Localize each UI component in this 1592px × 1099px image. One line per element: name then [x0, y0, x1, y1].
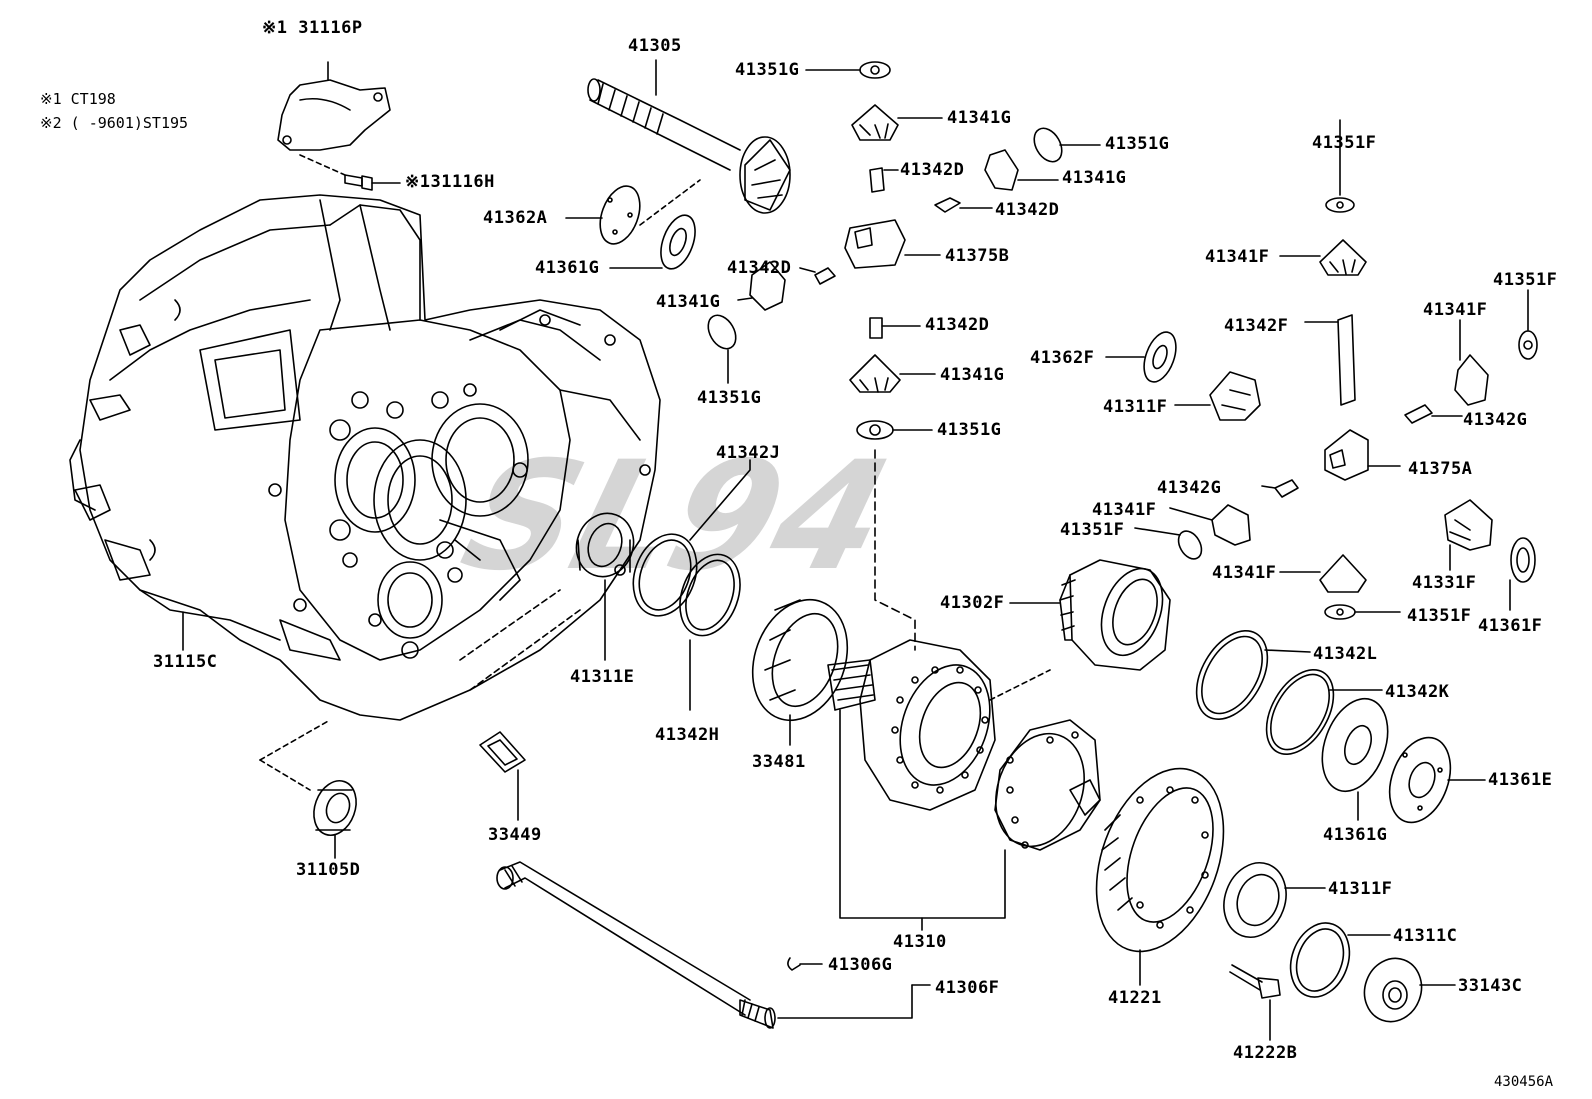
snapring-41342H [679, 553, 741, 711]
label-31115C[interactable]: 31115C [153, 652, 218, 672]
final-gear-41221 [1095, 767, 1225, 986]
seal-33143C [1363, 957, 1456, 1023]
washer-41361G-a [609, 214, 696, 270]
label-41351G-c[interactable]: 41351G [697, 388, 762, 408]
label-31116H[interactable]: ※131116H [405, 172, 495, 192]
label-41351F-a[interactable]: 41351F [1312, 133, 1377, 153]
label-41362F[interactable]: 41362F [1030, 348, 1095, 368]
washer-41362A [565, 185, 641, 245]
label-41375B[interactable]: 41375B [945, 246, 1010, 266]
label-31105D[interactable]: 31105D [296, 860, 361, 880]
label-33481[interactable]: 33481 [752, 752, 806, 772]
label-41362A[interactable]: 41362A [483, 208, 548, 228]
dashed-axis-2 [469, 609, 581, 691]
label-41342G-b[interactable]: 41342G [1157, 478, 1222, 498]
bearing-31105D [259, 719, 357, 859]
label-41221[interactable]: 41221 [1108, 988, 1162, 1008]
driveshaft-41306F [496, 861, 931, 1029]
label-41342D-c[interactable]: 41342D [727, 258, 792, 278]
label-41341G-c[interactable]: 41341G [656, 292, 721, 312]
label-31116P[interactable]: ※1 31116P [262, 18, 363, 38]
dashed-axis-1 [459, 589, 561, 661]
bolt-31116H [299, 154, 401, 191]
shim-41311C [1289, 922, 1391, 998]
label-41341F-a[interactable]: 41341F [1205, 247, 1270, 267]
label-41351F-b[interactable]: 41351F [1493, 270, 1558, 290]
label-41361G-a[interactable]: 41361G [535, 258, 600, 278]
label-41305[interactable]: 41305 [628, 36, 682, 56]
label-41351F-c[interactable]: 41351F [1060, 520, 1125, 540]
label-41306G[interactable]: 41306G [828, 955, 893, 975]
bearing-41311E [575, 512, 635, 661]
transaxle-housing [69, 194, 661, 721]
label-41342G-a[interactable]: 41342G [1463, 410, 1528, 430]
note-st195: ※2 ( -9601)ST195 [40, 114, 189, 132]
label-41351G-d[interactable]: 41351G [937, 420, 1002, 440]
label-41306F[interactable]: 41306F [935, 978, 1000, 998]
label-41302F[interactable]: 41302F [940, 593, 1005, 613]
rings-right [1195, 630, 1486, 824]
label-41331F[interactable]: 41331F [1412, 573, 1477, 593]
label-41342D-a[interactable]: 41342D [900, 160, 965, 180]
label-41351G-a[interactable]: 41351G [735, 60, 800, 80]
label-41341G-d[interactable]: 41341G [940, 365, 1005, 385]
bolt-41222B [1229, 964, 1281, 1041]
label-41342L[interactable]: 41342L [1313, 644, 1378, 664]
label-41351G-b[interactable]: 41351G [1105, 134, 1170, 154]
label-41342F[interactable]: 41342F [1224, 316, 1289, 336]
label-41222B[interactable]: 41222B [1233, 1043, 1298, 1063]
label-41342K[interactable]: 41342K [1385, 682, 1450, 702]
plate-33449 [479, 731, 526, 821]
label-33143C[interactable]: 33143C [1458, 976, 1523, 996]
label-41341G-b[interactable]: 41341G [1062, 168, 1127, 188]
label-41311C[interactable]: 41311C [1393, 926, 1458, 946]
label-41342D-b[interactable]: 41342D [995, 200, 1060, 220]
diff-case-41310 [827, 639, 1101, 931]
case-41302F [1009, 559, 1171, 671]
label-41310[interactable]: 41310 [893, 932, 947, 952]
bearing-41311F [1223, 862, 1326, 938]
shaft-41305 [587, 59, 791, 226]
label-41351F-d[interactable]: 41351F [1407, 606, 1472, 626]
pinion-gears-g [707, 61, 1101, 651]
label-41342J[interactable]: 41342J [716, 443, 781, 463]
label-41341F-c[interactable]: 41341F [1092, 500, 1157, 520]
label-41311F-a[interactable]: 41311F [1103, 397, 1168, 417]
label-41341F-d[interactable]: 41341F [1212, 563, 1277, 583]
label-41361E[interactable]: 41361E [1488, 770, 1553, 790]
label-41311F-b[interactable]: 41311F [1328, 879, 1393, 899]
label-41341F-b[interactable]: 41341F [1423, 300, 1488, 320]
label-41341G-a[interactable]: 41341G [947, 108, 1012, 128]
gear-33481 [751, 598, 849, 746]
note-ct198: ※1 CT198 [40, 90, 116, 108]
cover-31116P [277, 61, 391, 151]
label-41375A[interactable]: 41375A [1408, 459, 1473, 479]
label-33449[interactable]: 33449 [488, 825, 542, 845]
ring-41342J [632, 459, 751, 617]
pinion-gears-f [1105, 119, 1538, 620]
label-41361G-b[interactable]: 41361G [1323, 825, 1388, 845]
diagram-id: 430456A [1494, 1074, 1554, 1090]
label-41342D-d[interactable]: 41342D [925, 315, 990, 335]
label-41361F[interactable]: 41361F [1478, 616, 1543, 636]
label-41342H[interactable]: 41342H [655, 725, 720, 745]
label-41311E[interactable]: 41311E [570, 667, 635, 687]
